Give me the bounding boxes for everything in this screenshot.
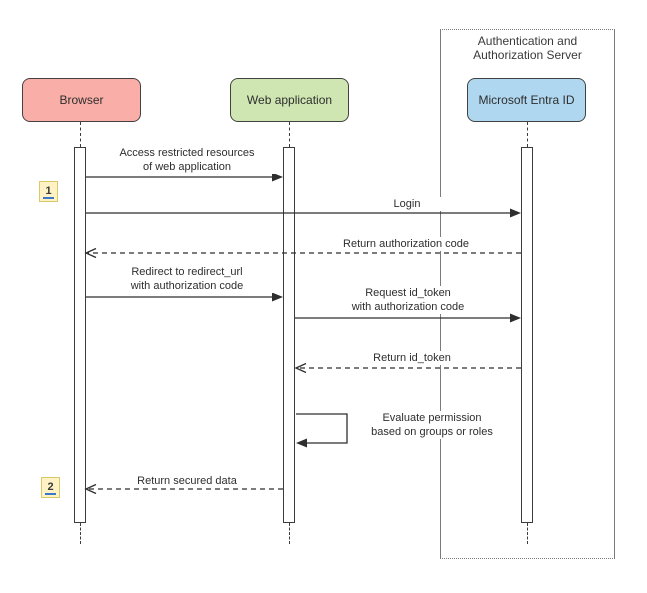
entra-lifeline-top	[527, 122, 528, 147]
actor-browser: Browser	[22, 78, 141, 122]
auth-server-frame-title: Authentication and Authorization Server	[440, 34, 615, 62]
browser-lifeline-bottom	[80, 523, 81, 544]
step-marker-2-label[interactable]: 2	[45, 480, 56, 495]
actor-browser-label: Browser	[59, 93, 104, 107]
message-label-return-auth-code: Return authorization code	[314, 237, 498, 251]
message-label-evaluate-permission: Evaluate permission based on groups or r…	[349, 411, 515, 439]
frame-title-line1: Authentication and	[477, 34, 578, 48]
message-label-redirect: Redirect to redirect_url with authorizat…	[94, 265, 280, 293]
webapp-activation-bar	[283, 147, 295, 523]
message-label-return-id-token: Return id_token	[348, 351, 476, 365]
entra-activation-bar	[521, 147, 533, 523]
step-marker-2[interactable]: 2	[41, 477, 60, 498]
arrow-evaluate-permission-self-loop	[296, 413, 348, 448]
webapp-lifeline-top	[289, 122, 290, 147]
actor-web-application-label: Web application	[246, 93, 333, 107]
entra-lifeline-bottom	[527, 523, 528, 544]
arrow-redirect	[86, 292, 283, 302]
message-label-access-restricted: Access restricted resources of web appli…	[94, 146, 280, 174]
message-label-return-secured-data: Return secured data	[110, 474, 264, 488]
actor-microsoft-entra-id: Microsoft Entra ID	[467, 78, 586, 122]
browser-lifeline-top	[80, 122, 81, 147]
actor-web-application: Web application	[230, 78, 349, 122]
browser-activation-bar	[74, 147, 86, 523]
message-label-request-id-token: Request id_token with authorization code	[316, 286, 500, 314]
message-label-login: Login	[355, 197, 459, 211]
step-marker-1-label[interactable]: 1	[43, 184, 54, 199]
actor-microsoft-entra-id-label: Microsoft Entra ID	[478, 93, 575, 107]
frame-title-line2: Authorization Server	[473, 48, 582, 62]
webapp-lifeline-bottom	[289, 523, 290, 544]
step-marker-1[interactable]: 1	[39, 181, 58, 202]
